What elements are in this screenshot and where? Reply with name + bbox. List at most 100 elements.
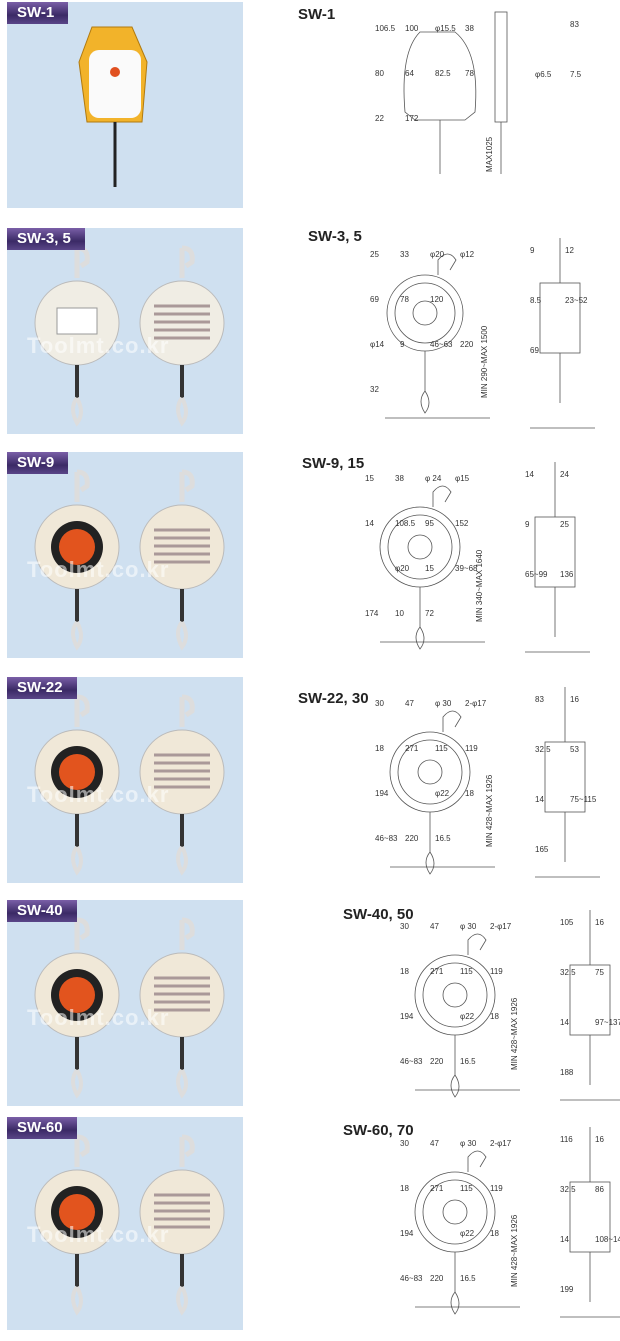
dimension-label: 12	[565, 246, 574, 255]
dimension-label: 8.5	[530, 296, 542, 305]
watermark: Toolmt.co.kr	[27, 782, 170, 807]
drawing-title: SW-40, 50	[343, 906, 414, 923]
dimension-label: 2-φ17	[465, 699, 487, 708]
drawing-title: SW-22, 30	[298, 690, 369, 707]
dimension-label: 18	[490, 1012, 499, 1021]
dimension-label: φ20	[430, 250, 445, 259]
dimension-label: 14	[560, 1235, 569, 1244]
dimension-label: 220	[430, 1057, 444, 1066]
dimension-label: MIN 428~MAX 1926	[485, 774, 494, 847]
dimension-label: 47	[405, 699, 414, 708]
watermark: Toolmt.co.kr	[27, 333, 170, 358]
dimension-label: 14	[560, 1018, 569, 1027]
dimension-label: 18	[465, 789, 474, 798]
dimension-label: 32.5	[535, 745, 551, 754]
technical-drawing	[379, 462, 590, 653]
technical-drawing	[414, 910, 620, 1101]
model-badge: SW-60	[7, 1117, 77, 1139]
dimension-label: 14	[525, 470, 534, 479]
dimension-label: 174	[365, 609, 379, 618]
dimension-label: 220	[460, 340, 474, 349]
spring-balancer-photo	[34, 917, 225, 1099]
dimension-label: 23~52	[565, 296, 588, 305]
spring-balancer-photo	[34, 694, 225, 876]
dimension-label: 47	[430, 1139, 439, 1148]
dimension-label: 194	[400, 1229, 414, 1238]
dimension-label: 152	[455, 519, 469, 528]
dimension-label: φ6.5	[535, 70, 552, 79]
dimension-label: φ 30	[435, 699, 452, 708]
dimension-label: 271	[430, 967, 444, 976]
dimension-label: 165	[535, 845, 549, 854]
dimension-label: 100	[405, 24, 419, 33]
dimension-label: 115	[460, 1184, 473, 1193]
spring-balancer-photo	[34, 469, 225, 651]
dimension-label: 38	[395, 474, 404, 483]
dimension-label: 22	[375, 114, 384, 123]
dimension-label: 46~83	[400, 1057, 423, 1066]
model-badge: SW-1	[7, 2, 69, 24]
dimension-label: 199	[560, 1285, 574, 1294]
technical-drawing	[403, 11, 508, 174]
dimension-label: 25	[560, 520, 569, 529]
dimension-label: 119	[465, 744, 478, 753]
dimension-label: 82.5	[435, 69, 451, 78]
dimension-label: 18	[400, 967, 409, 976]
dimension-label: φ 24	[425, 474, 442, 483]
dimension-label: 83	[570, 20, 579, 29]
dimension-label: 78	[400, 295, 409, 304]
dimension-label: 30	[400, 922, 409, 931]
spring-balancer-photo	[34, 1134, 225, 1316]
watermark: Toolmt.co.kr	[27, 1222, 170, 1247]
product-photo-panel: SW-1	[7, 2, 243, 208]
dimension-label: 15	[425, 564, 434, 573]
dimension-label: MIN 340~MAX 1640	[475, 549, 484, 622]
dimension-label: 95	[425, 519, 434, 528]
dimension-label: φ15	[455, 474, 470, 483]
dimension-label: 16	[570, 695, 579, 704]
dimension-label: 10	[395, 609, 404, 618]
dimension-label: 97~137	[595, 1018, 620, 1027]
dimension-label: 2-φ17	[490, 1139, 512, 1148]
dimension-label: 46~83	[375, 834, 398, 843]
dimension-label: 18	[490, 1229, 499, 1238]
dimension-label: 78	[465, 69, 474, 78]
dimension-label: φ12	[460, 250, 475, 259]
dimension-label: 64	[405, 69, 414, 78]
dimension-label: 86	[595, 1185, 604, 1194]
dimension-label: 16	[595, 1135, 604, 1144]
dimension-label: 7.5	[570, 70, 582, 79]
dimension-label: φ22	[460, 1012, 475, 1021]
dimension-label: 271	[430, 1184, 444, 1193]
dimension-label: 16.5	[460, 1057, 476, 1066]
dimension-label: 18	[400, 1184, 409, 1193]
drawing-title: SW-9, 15	[302, 455, 365, 472]
dimension-label: 30	[400, 1139, 409, 1148]
dimension-label: 38	[465, 24, 474, 33]
dimension-label: 24	[560, 470, 569, 479]
dimension-label: 46~83	[400, 1274, 423, 1283]
dimension-label: 105	[560, 918, 574, 927]
drawing-title: SW-1	[298, 6, 336, 23]
dimension-label: φ15.5	[435, 24, 456, 33]
dimension-label: φ22	[460, 1229, 475, 1238]
dimension-label: 14	[535, 795, 544, 804]
dimension-label: MIN 428~MAX 1926	[510, 997, 519, 1070]
dimension-label: 188	[560, 1068, 574, 1077]
dimension-label: 16.5	[460, 1274, 476, 1283]
spring-balancer-photo	[78, 26, 148, 187]
dimension-label: 33	[400, 250, 409, 259]
watermark: Toolmt.co.kr	[27, 557, 170, 582]
dimension-label: 72	[425, 609, 434, 618]
dimension-label: 115	[435, 744, 448, 753]
dimension-label: 16.5	[435, 834, 451, 843]
dimension-label: φ14	[370, 340, 385, 349]
dimension-label: 32.5	[560, 1185, 576, 1194]
dimension-label: 194	[400, 1012, 414, 1021]
dimension-label: 25	[370, 250, 379, 259]
dimension-label: 80	[375, 69, 384, 78]
dimension-label: 119	[490, 967, 503, 976]
dimension-label: 9	[530, 246, 535, 255]
